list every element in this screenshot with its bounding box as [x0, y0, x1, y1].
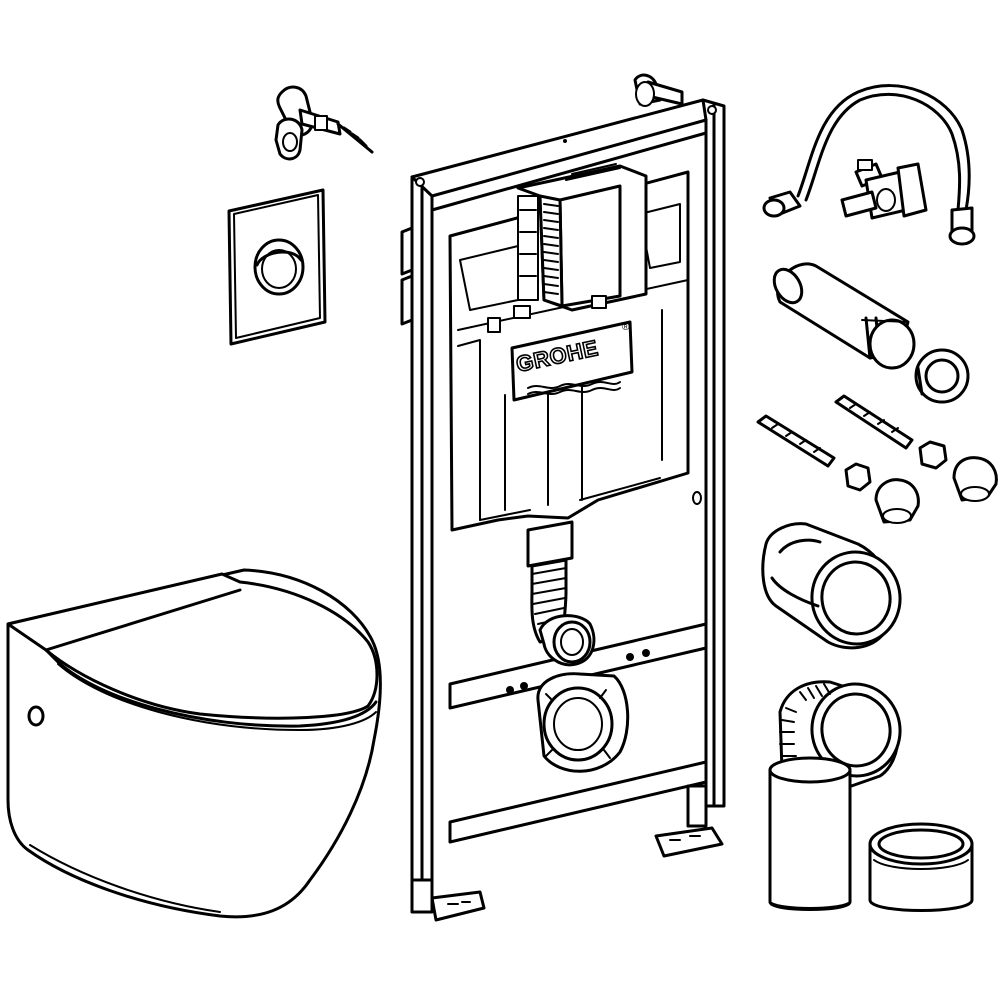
angle-valve [840, 159, 928, 220]
registered-mark: ® [622, 322, 630, 333]
water-supply-hose [762, 84, 976, 246]
connector-sleeve [761, 522, 902, 650]
hex-nut [844, 440, 948, 492]
mounting-bolt [756, 394, 914, 468]
flush-plate [227, 188, 327, 346]
drain-pipe [768, 756, 852, 911]
cistern: GROHE ® [448, 163, 690, 773]
wall-bracket [274, 85, 374, 161]
cap-nut [874, 456, 998, 524]
installation-frame [400, 73, 726, 922]
flush-pipe-seal [914, 348, 970, 404]
end-cap [868, 822, 974, 912]
toilet-seat [6, 572, 379, 731]
flush-pipe [772, 262, 916, 370]
drain-elbow [778, 680, 902, 794]
